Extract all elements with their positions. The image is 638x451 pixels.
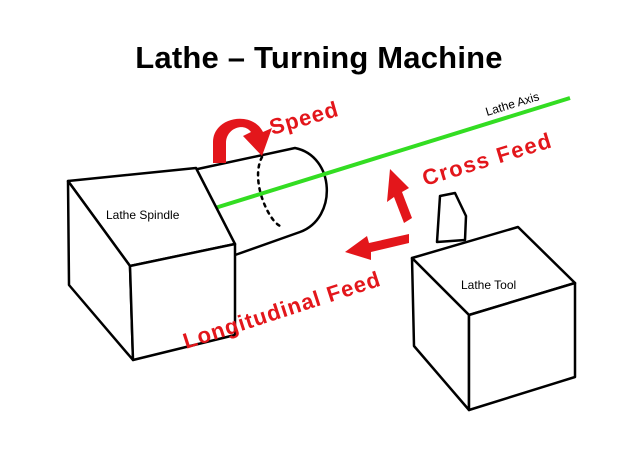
longitudinal-feed-arrow-icon <box>345 234 409 260</box>
lathe-tool-label: Lathe Tool <box>461 278 516 292</box>
spindle-box <box>66 166 237 362</box>
lathe-axis-line <box>214 96 571 210</box>
tool-box <box>410 191 577 412</box>
diagram-title: Lathe – Turning Machine <box>135 40 503 75</box>
cross-feed-arrow-icon <box>387 169 412 223</box>
speed-label: Speed <box>266 96 341 140</box>
lathe-spindle-label: Lathe Spindle <box>106 208 180 222</box>
speed-arrow-icon <box>213 118 272 163</box>
